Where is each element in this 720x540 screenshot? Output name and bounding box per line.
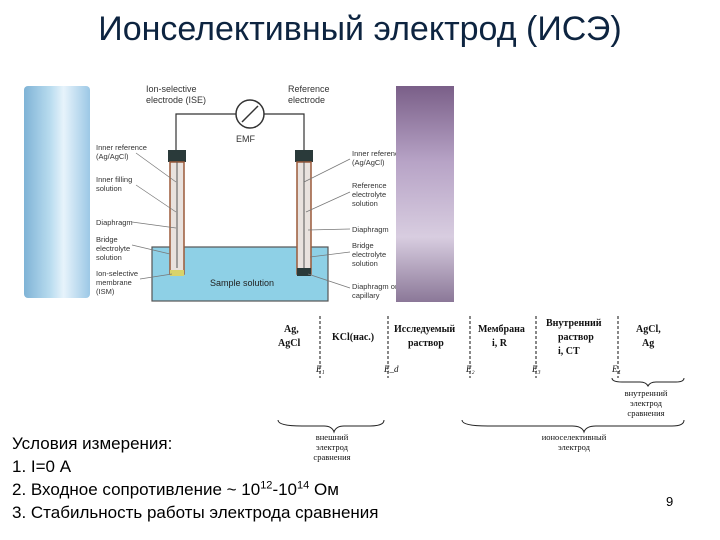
page-number: 9 xyxy=(666,494,674,509)
measurement-conditions: Условия измерения: 1. I=0 А 2. Входное с… xyxy=(12,432,379,524)
ise-photo xyxy=(24,86,90,298)
reference-electrode-photo xyxy=(396,86,454,302)
ise-measurement-diagram: EMF Ion-selective electrode (ISE) Refere… xyxy=(96,84,403,302)
svg-text:E₂: E₂ xyxy=(465,364,475,374)
svg-text:AgCl,Ag: AgCl,Ag xyxy=(636,324,661,349)
reference-electrode-label: Reference electrode xyxy=(288,84,332,105)
slide-title: Ионселективный электрод (ИСЭ) xyxy=(98,10,622,48)
svg-text:E₄: E₄ xyxy=(611,364,621,374)
condition-2: 2. Входное сопротивление ~ 1012-1014 Ом xyxy=(12,479,339,499)
svg-text:Diaphragm: Diaphragm xyxy=(96,218,133,227)
condition-1: 1. I=0 А xyxy=(12,457,72,476)
svg-text:Diaphragm: Diaphragm xyxy=(352,225,389,234)
svg-text:Inner reference(Ag/AgCl): Inner reference(Ag/AgCl) xyxy=(96,143,147,161)
svg-text:E₁: E₁ xyxy=(315,364,325,374)
svg-text:E_d: E_d xyxy=(383,364,399,374)
condition-3: 3. Стабильность работы электрода сравнен… xyxy=(12,503,379,522)
svg-text:KCl(нас.): KCl(нас.) xyxy=(332,332,374,343)
svg-text:Ag,AgCl: Ag,AgCl xyxy=(278,324,300,349)
ise-label: Ion-selective electrode (ISE) xyxy=(146,84,206,105)
sample-solution-label: Sample solution xyxy=(210,278,274,288)
emf-label: EMF xyxy=(236,134,256,144)
svg-text:E₃: E₃ xyxy=(531,364,541,374)
conditions-heading: Условия измерения: xyxy=(12,434,173,453)
svg-text:Inner reference(Ag/AgCl): Inner reference(Ag/AgCl) xyxy=(352,149,403,167)
